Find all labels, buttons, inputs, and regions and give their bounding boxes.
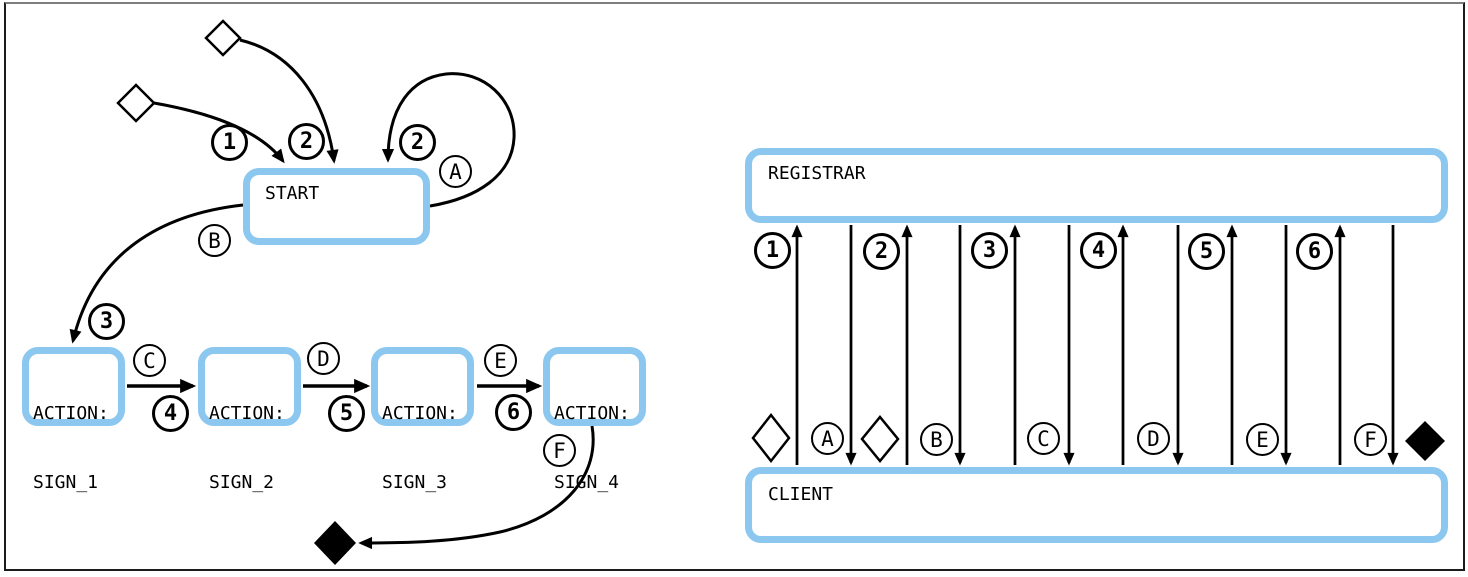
action-title: ACTION:: [554, 403, 630, 425]
start-diamond-icon: [116, 83, 156, 123]
node-start-label: START: [265, 183, 320, 204]
edge-label-2: 2: [288, 123, 325, 160]
action-name: SIGN_3: [382, 472, 448, 494]
start-diamond-icon: [751, 412, 791, 464]
node-action-sign-4: ACTION: SIGN_4: [543, 347, 646, 493]
request-label-3: 3: [971, 232, 1008, 269]
node-action-sign-1: ACTION: SIGN_1: [22, 347, 125, 493]
response-label-f: F: [1354, 423, 1387, 456]
action-name: SIGN_1: [33, 472, 99, 494]
node-action-sign-2: ACTION: SIGN_2: [198, 347, 301, 493]
edge-label-e: E: [484, 344, 517, 377]
edge-label-b: B: [198, 224, 231, 257]
edge-label-c: C: [133, 344, 166, 377]
request-label-4: 4: [1080, 232, 1117, 269]
edge-label-f: F: [543, 434, 576, 467]
edge-label-2-self: 2: [399, 124, 436, 161]
request-label-5: 5: [1188, 233, 1225, 270]
response-label-d: D: [1137, 422, 1170, 455]
node-registrar: REGISTRAR: [745, 148, 1448, 223]
edge-start-self-loop: [381, 72, 516, 208]
action-title: ACTION:: [33, 403, 109, 425]
edge-label-6: 6: [495, 394, 532, 431]
edge-start-to-sign1: [69, 203, 244, 344]
edge-label-a: A: [439, 155, 472, 188]
edge-label-5: 5: [328, 395, 365, 432]
request-label-2: 2: [863, 233, 900, 270]
response-label-e: E: [1246, 423, 1279, 456]
end-diamond-icon: [1405, 421, 1445, 461]
start-diamond-icon: [860, 415, 900, 463]
edge-label-d: D: [307, 342, 340, 375]
node-action-sign-3: ACTION: SIGN_3: [371, 347, 474, 493]
request-label-1: 1: [754, 232, 791, 269]
response-label-a: A: [811, 422, 844, 455]
node-start: START: [243, 168, 430, 245]
edge-label-1: 1: [211, 124, 248, 161]
start-diamond-icon: [204, 19, 242, 57]
action-title: ACTION:: [209, 403, 285, 425]
request-label-6: 6: [1296, 233, 1333, 270]
action-name: SIGN_2: [209, 472, 275, 494]
edge-sign4-to-end: [358, 425, 595, 550]
edge-label-3: 3: [88, 303, 125, 340]
edge-label-4: 4: [152, 395, 189, 432]
edge-init2-to-start: [239, 38, 339, 164]
node-client: CLIENT: [745, 467, 1448, 543]
action-name: SIGN_4: [554, 472, 620, 494]
action-title: ACTION:: [382, 403, 458, 425]
response-label-b: B: [920, 423, 953, 456]
end-diamond-icon: [314, 521, 356, 565]
edge-init1-to-start: [153, 101, 285, 164]
client-label: CLIENT: [768, 484, 834, 505]
registrar-label: REGISTRAR: [768, 163, 866, 184]
response-label-c: C: [1027, 422, 1060, 455]
